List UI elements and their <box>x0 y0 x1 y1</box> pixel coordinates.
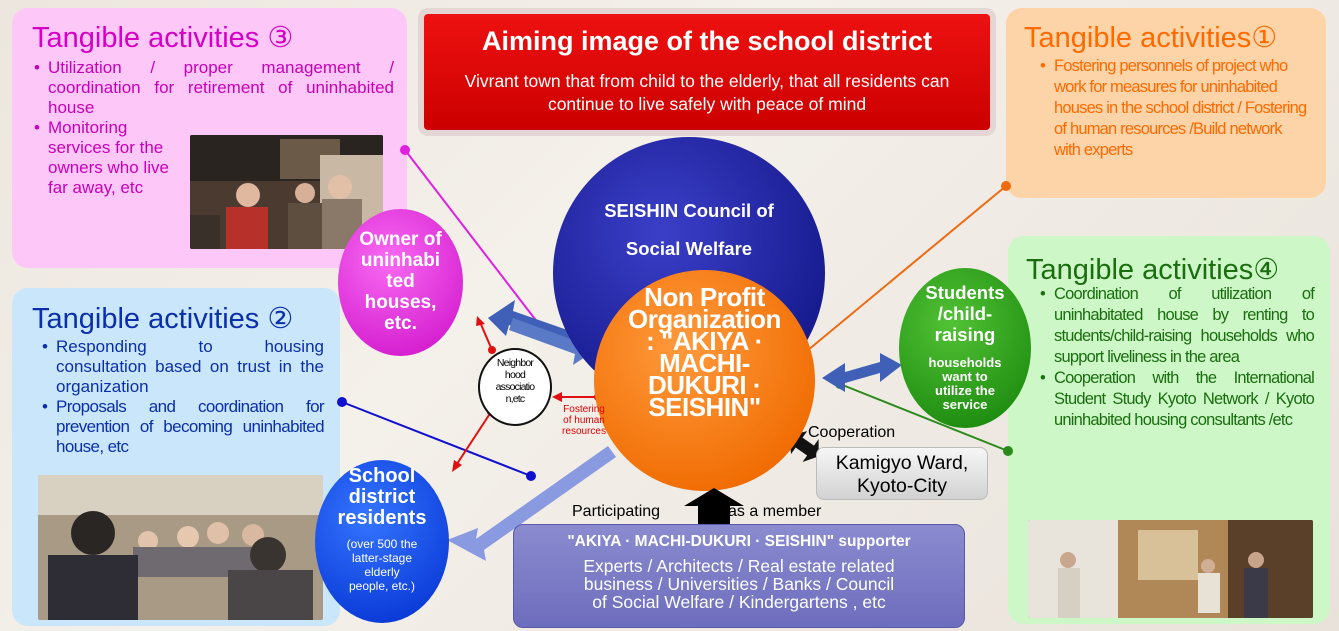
double-arrow-students <box>822 353 902 392</box>
supporter-line: Experts / Architects / Real estate relat… <box>583 556 895 576</box>
activity4-list: Coordination of utilization of uninhabit… <box>1040 284 1315 431</box>
students-line: /child- <box>937 303 993 324</box>
neighborhood-line: n,etc <box>505 393 526 405</box>
school-line: latter-stage <box>351 551 413 565</box>
participating-right: as a member <box>728 503 822 520</box>
students-line: want to <box>942 369 988 384</box>
school-line: (over 500 the <box>346 537 418 551</box>
arrow-to-school <box>454 411 492 468</box>
students-line: raising <box>934 324 996 345</box>
meeting-photo-residents <box>38 475 323 620</box>
neighborhood-line: hood <box>504 369 526 381</box>
participating-left: Participating <box>572 503 661 520</box>
activity2-heading: Tangible activities ② <box>32 303 294 335</box>
connector-activity3 <box>404 149 549 337</box>
npo-line: : "AKIYA · <box>646 326 763 356</box>
activity3-item: Utilization / proper management / coordi… <box>34 58 394 118</box>
owner-line: houses, <box>364 292 437 313</box>
activity2-list: Responding to housing consultation based… <box>42 337 325 457</box>
supporter-line: business / Universities / Banks / Counci… <box>583 574 895 594</box>
school-circle: School district residents (over 500 the … <box>315 460 449 623</box>
activity4-item: Coordination of utilization of uninhabit… <box>1040 284 1315 368</box>
connector-activity4 <box>839 383 1009 452</box>
npo-line: SEISHIN" <box>648 392 761 422</box>
connector-dot <box>337 397 347 407</box>
fostering-line: resources <box>562 426 606 437</box>
connector-activity1 <box>789 185 1007 366</box>
council-line: Social Welfare <box>625 238 753 259</box>
arrow-to-owner <box>479 321 493 351</box>
double-arrow-school <box>447 446 616 561</box>
students-line: Students <box>925 282 1005 303</box>
aim-banner: Aiming image of the school district Vivr… <box>418 8 996 136</box>
activity1-item: Fostering personnels of project who work… <box>1040 56 1308 161</box>
owner-line: uninhabi <box>360 250 441 271</box>
fostering-label: Fostering of human resources <box>555 404 613 437</box>
school-line: School <box>348 465 416 487</box>
school-line: people, etc.) <box>348 579 416 593</box>
neighborhood-circle: Neighbor hood associatio n,etc <box>478 348 552 426</box>
cooperation-label: Cooperation <box>808 424 896 441</box>
arrow-member <box>684 488 744 524</box>
npo-line: MACHI- <box>659 348 750 378</box>
owner-line: Owner of <box>359 229 442 250</box>
connector-dot <box>1001 181 1011 191</box>
students-line: service <box>942 397 988 412</box>
students-line: households <box>928 355 1002 370</box>
activity1-panel: Tangible activities① Fostering personnel… <box>1006 8 1326 198</box>
activity3-heading: Tangible activities ③ <box>32 22 294 54</box>
activity2-item: Proposals and coordination for preventio… <box>42 397 325 457</box>
activity3-list: Utilization / proper management / coordi… <box>34 58 394 198</box>
activity2-panel: Tangible activities ② Responding to hous… <box>12 288 340 626</box>
connector-dot <box>526 471 536 481</box>
npo-line: Non Profit <box>644 282 765 312</box>
owner-line: ted <box>386 271 415 292</box>
aim-subtitle: Vivrant town that from child to the elde… <box>464 71 950 114</box>
kamigyo-line: Kamigyo Ward, <box>835 452 969 474</box>
activity2-item: Responding to housing consultation based… <box>42 337 324 397</box>
activity4-item: Cooperation with the International Stude… <box>1040 368 1315 431</box>
fostering-line: of human <box>563 415 605 426</box>
owner-circle: Owner of uninhabi ted houses, etc. <box>338 209 463 356</box>
students-line: utilize the <box>935 383 995 398</box>
npo-line: DUKURI · <box>648 370 762 400</box>
activity3-panel: Tangible activities ③ Utilization / prop… <box>12 8 407 268</box>
neighborhood-line: Neighbor <box>496 357 534 369</box>
kamigyo-line: Kyoto-City <box>857 475 947 497</box>
activity3-item: Monitoring services for the owners who l… <box>34 118 188 198</box>
supporter-box: "AKIYA · MACHI-DUKURI · SEISHIN" support… <box>513 524 965 628</box>
fostering-line: Fostering <box>563 404 605 415</box>
supporter-title: "AKIYA · MACHI-DUKURI · SEISHIN" support… <box>567 533 911 550</box>
connector-activity2 <box>341 401 532 477</box>
connector-dot <box>1003 446 1013 456</box>
council-line: SEISHIN Council of <box>604 200 774 221</box>
activity1-list: Fostering personnels of project who work… <box>1040 56 1308 161</box>
house-photo-students <box>1028 520 1313 618</box>
activity4-heading: Tangible activities④ <box>1026 254 1280 286</box>
activity1-heading: Tangible activities① <box>1024 22 1278 54</box>
activity4-panel: Tangible activities④ Coordination of uti… <box>1008 236 1330 624</box>
kamigyo-box: Kamigyo Ward, Kyoto-City <box>816 447 988 500</box>
school-line: elderly <box>364 565 400 579</box>
supporter-line: of Social Welfare / Kindergartens , etc <box>592 592 886 612</box>
school-line: district <box>348 486 416 508</box>
aim-title: Aiming image of the school district <box>481 26 933 56</box>
neighborhood-line: associatio <box>495 381 536 393</box>
owner-line: etc. <box>384 313 417 334</box>
connector-dot <box>400 145 410 155</box>
school-line: residents <box>337 507 427 529</box>
npo-circle: Non Profit Organization : "AKIYA · MACHI… <box>594 270 815 491</box>
students-circle: Students /child- raising households want… <box>899 268 1031 428</box>
npo-line: Organization <box>628 304 781 334</box>
